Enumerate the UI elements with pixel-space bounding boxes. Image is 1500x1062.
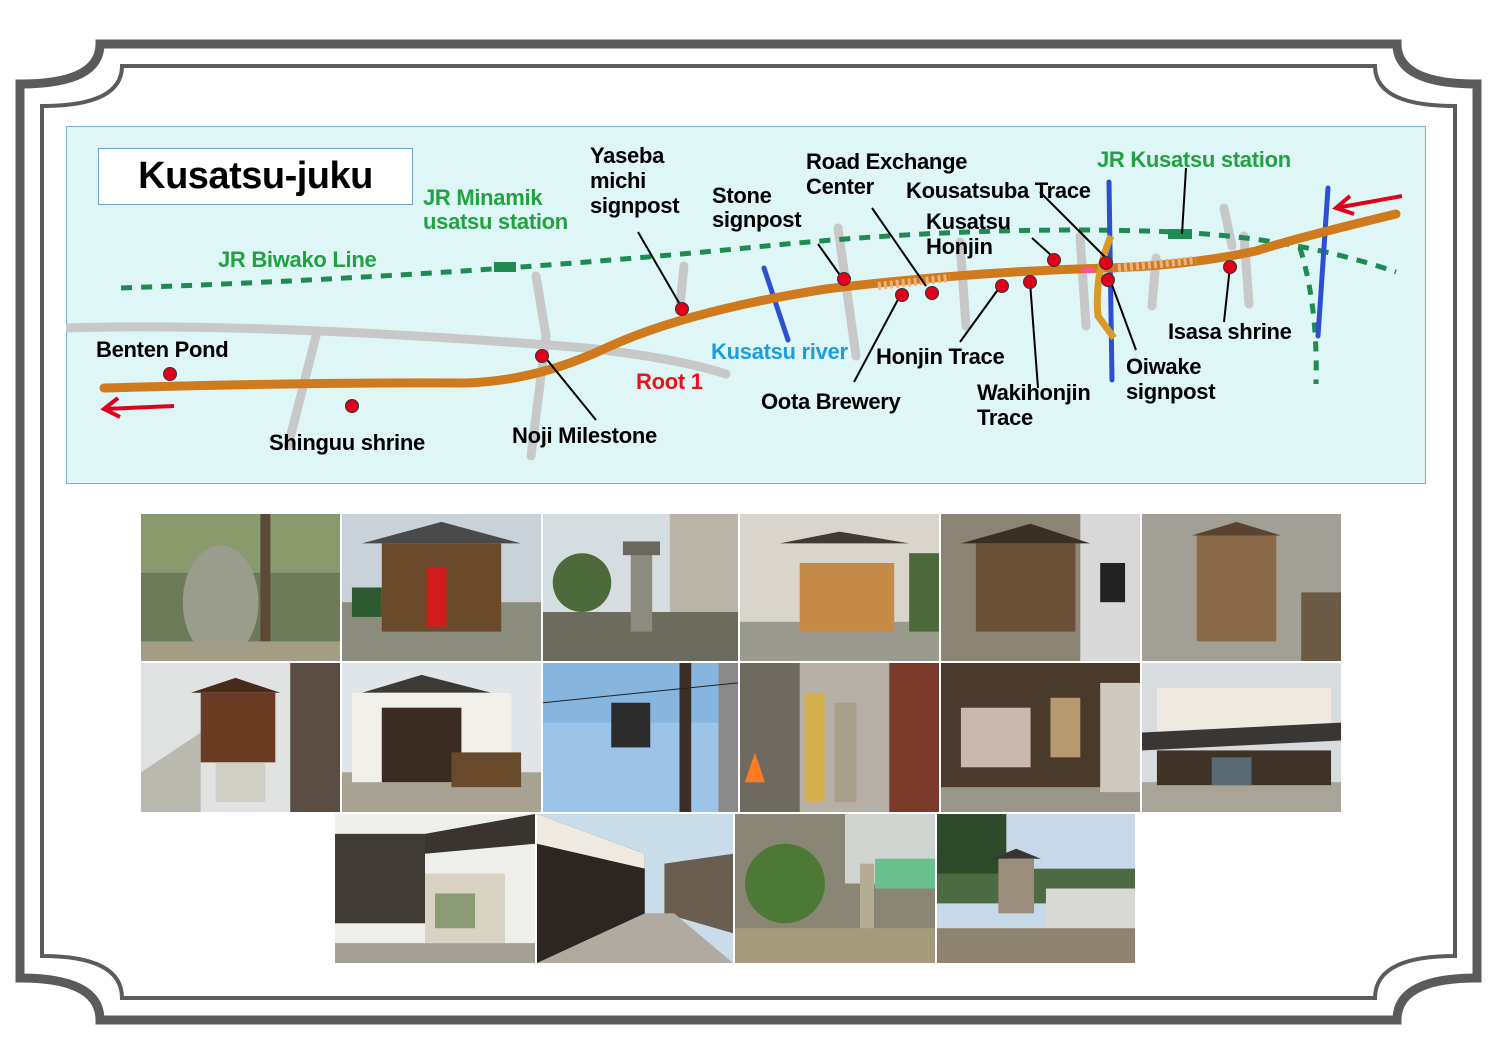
photo-wooden-house: [940, 662, 1141, 813]
label-yaseba-2: michi: [590, 168, 646, 193]
label-honjin-trace: Honjin Trace: [876, 344, 1005, 369]
label-jr-biwako-line: JR Biwako Line: [218, 247, 377, 272]
route-map: [66, 167, 1403, 461]
label-oiwake-1: Oiwake: [1126, 354, 1202, 379]
photo-brewery: [334, 813, 536, 964]
kousatsuba-hatch: [1117, 256, 1197, 272]
map-title-box: Kusatsu-juku: [98, 148, 413, 205]
label-oota-brewery: Oota Brewery: [761, 389, 901, 414]
label-shinguu-shrine: Shinguu shrine: [269, 430, 425, 455]
photo-honjin-gate: [341, 662, 542, 813]
photo-shrine-gate: [341, 513, 542, 662]
pointer-lines: [543, 167, 1231, 421]
photo-small-shrine: [940, 513, 1141, 662]
jr-kusatsu-station-mark: [1168, 229, 1192, 239]
label-jr-minamikusatsu-1: JR Minamik: [423, 185, 543, 210]
label-wakihonjin-2: Trace: [977, 405, 1033, 430]
label-jr-kusatsu-station: JR Kusatsu station: [1097, 147, 1291, 172]
direction-arrows: [100, 194, 1403, 419]
road-exchange-hatch: [877, 274, 951, 290]
location-markers: [163, 253, 1237, 413]
route-pink-mark: [1082, 267, 1094, 273]
label-kusatsu-honjin-2: Honjin: [926, 234, 993, 259]
photo-wooden-signboard: [739, 513, 940, 662]
label-jr-minamikusatsu-2: usatsu station: [423, 209, 568, 234]
photo-stone-monument: [140, 513, 341, 662]
photo-stone-lantern: [542, 513, 739, 662]
photo-pond-shrine: [936, 813, 1136, 964]
label-stone-1: Stone: [712, 183, 772, 208]
photo-garden-marker: [734, 813, 936, 964]
route-branch: [1093, 234, 1117, 341]
label-road-exchange-2: Center: [806, 174, 874, 199]
jr-minamikusatsu-station-mark: [494, 262, 516, 272]
label-wakihonjin-1: Wakihonjin: [977, 380, 1091, 405]
photo-jizo-shrine: [140, 662, 341, 813]
label-road-exchange-1: Road Exchange: [806, 149, 968, 174]
label-kousatsuba-trace: Kousatsuba Trace: [906, 178, 1091, 203]
label-yaseba-3: signpost: [590, 193, 680, 218]
jr-biwako-railway: [120, 227, 1397, 291]
label-isasa-shrine: Isasa shrine: [1168, 319, 1292, 344]
label-benten-pond: Benten Pond: [96, 337, 229, 362]
map-title: Kusatsu-juku: [138, 155, 373, 197]
photo-stone-pillar: [739, 662, 940, 813]
photo-wooden-sign-post: [1141, 513, 1342, 662]
label-root-1: Root 1: [636, 369, 703, 394]
label-kusatsu-river: Kusatsu river: [711, 339, 848, 364]
label-noji-milestone: Noji Milestone: [512, 423, 657, 448]
photo-street-lamp: [542, 662, 739, 813]
label-oiwake-2: signpost: [1126, 379, 1216, 404]
label-stone-2: signpost: [712, 207, 802, 232]
jr-branch-railway: [1297, 247, 1319, 385]
photo-machiya-building: [1141, 662, 1342, 813]
tokaido-route: [99, 209, 1401, 393]
label-kusatsu-honjin-1: Kusatsu: [926, 209, 1011, 234]
photo-old-street: [536, 813, 734, 964]
label-yaseba-1: Yaseba: [590, 143, 665, 168]
